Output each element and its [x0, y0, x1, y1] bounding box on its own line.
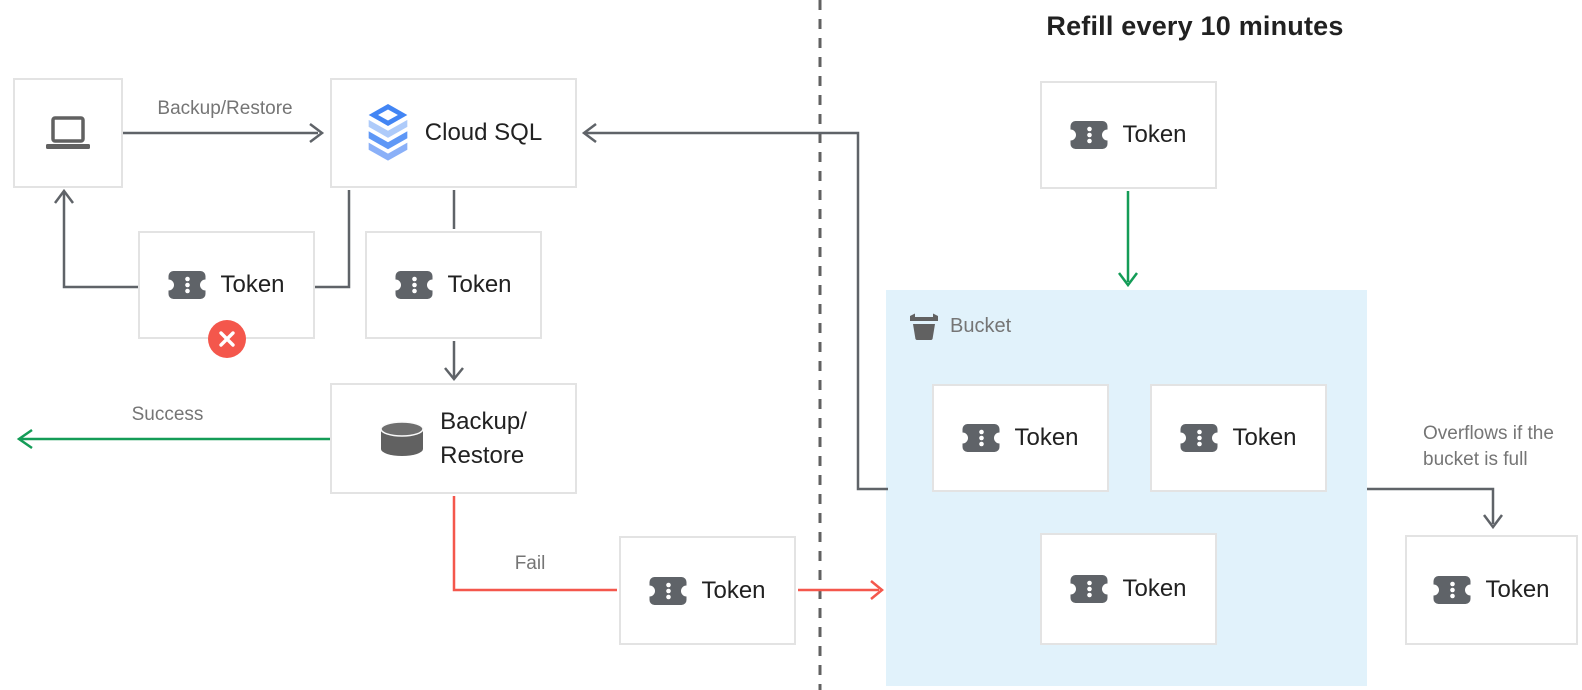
backup-restore-label: Backup/ Restore	[440, 407, 527, 469]
token-label: Token	[1122, 575, 1187, 603]
node-backup-restore: Backup/ Restore	[330, 383, 577, 494]
refill-title: Refill every 10 minutes	[1046, 11, 1344, 41]
node-token-refill: Token	[1040, 81, 1217, 189]
arrowhead-down-icon	[1483, 514, 1503, 530]
token-label: Token	[447, 271, 512, 299]
node-token-bucket-3: Token	[1040, 533, 1217, 645]
token-icon	[962, 423, 1000, 453]
cloud-sql-label: Cloud SQL	[424, 119, 543, 147]
bucket-label: Bucket	[950, 314, 1012, 337]
token-icon	[649, 576, 687, 606]
arrow-token-blocked-to-laptop	[62, 193, 138, 289]
label-success: Success	[131, 404, 204, 425]
label-backup-restore-request: Backup/Restore	[157, 98, 293, 119]
label-overflow: Overflows if the bucket is full	[1423, 423, 1554, 471]
bucket-icon	[910, 313, 938, 340]
arrow-bucket-to-cloud-sql	[584, 131, 888, 491]
node-token-bucket-1: Token	[932, 384, 1109, 492]
connector-token-blocked-to-cloud-sql	[315, 190, 351, 289]
arrow-overflow	[1367, 487, 1495, 524]
arrowhead-down-icon	[1118, 272, 1138, 288]
token-icon	[1433, 575, 1471, 605]
arrowhead-right-icon	[309, 123, 325, 143]
error-x-icon	[208, 320, 246, 358]
node-laptop	[13, 78, 123, 188]
node-token-overflow: Token	[1405, 535, 1578, 645]
node-token-fail: Token	[619, 536, 796, 645]
node-token-under-cloud-sql: Token	[365, 231, 542, 339]
token-icon	[168, 270, 206, 300]
arrowhead-left-icon	[16, 428, 33, 450]
arrowhead-right-icon	[870, 580, 884, 600]
token-label: Token	[1232, 424, 1297, 452]
error-badge	[208, 320, 246, 358]
node-cloud-sql: Cloud SQL	[330, 78, 577, 188]
token-label: Token	[220, 271, 285, 299]
laptop-icon	[46, 116, 90, 149]
token-icon	[395, 270, 433, 300]
token-icon	[1070, 574, 1108, 604]
token-icon	[1180, 423, 1218, 453]
token-label: Token	[1014, 424, 1079, 452]
bucket-header: Bucket	[909, 312, 1011, 340]
arrowhead-up-icon	[54, 188, 74, 204]
arrowhead-left-icon	[581, 123, 597, 143]
token-label: Token	[701, 576, 766, 604]
arrowhead-down-icon	[444, 367, 464, 381]
label-fail: Fail	[514, 553, 546, 574]
cloud-sql-icon	[368, 104, 408, 161]
database-icon	[380, 420, 424, 456]
token-icon	[1070, 120, 1108, 150]
node-token-bucket-2: Token	[1150, 384, 1327, 492]
token-label: Token	[1122, 121, 1187, 149]
token-label: Token	[1485, 576, 1550, 604]
